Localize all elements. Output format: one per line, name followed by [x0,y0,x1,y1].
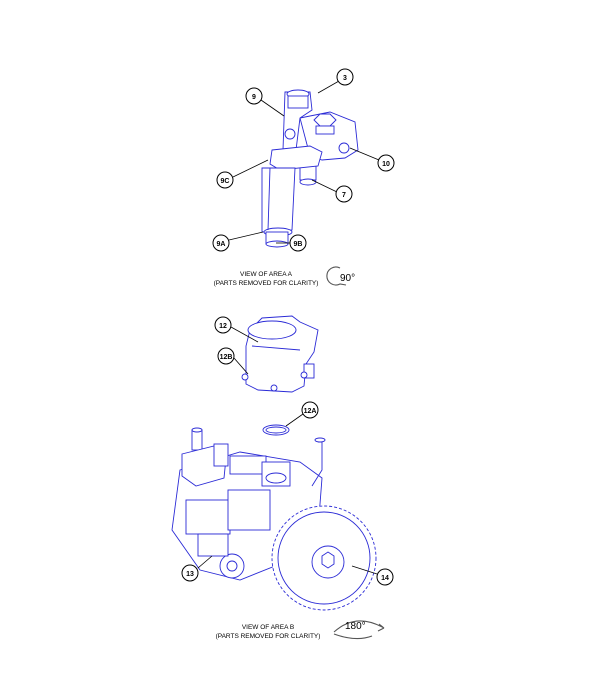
callout-3-label: 3 [343,75,347,82]
callout-12a [301,401,319,419]
callout-12-label: 12 [219,323,227,330]
callout-7-label: 7 [342,192,346,199]
view-b-callouts: 12 12B 12A 13 14 [181,316,394,586]
callout-9 [245,87,263,105]
callout-12b-label: 12B [220,354,233,361]
callout-13 [181,564,199,582]
callout-10-label: 10 [382,161,390,168]
callout-9c-label: 9C [221,178,230,185]
callout-14-label: 14 [381,575,389,582]
callout-12b [217,347,235,365]
rotate-90-arrow-icon [326,266,347,286]
view-a-callouts: 3 9 10 9C 7 9A 9B [212,68,395,252]
callout-10 [377,154,395,172]
view-b-caption-sub: (PARTS REMOVED FOR CLARITY) [216,633,321,640]
view-a-caption-sub: (PARTS REMOVED FOR CLARITY) [214,280,319,287]
callout-9a-label: 9A [217,241,226,248]
callout-9b-label: 9B [294,241,303,248]
view-b-caption: VIEW OF AREA B [242,624,294,631]
callout-7 [335,185,353,203]
view-b-rotation: 180° [345,621,366,632]
view-a-rotation: 90° [340,273,355,284]
callout-14 [376,568,394,586]
callout-12a-label: 12A [304,408,317,415]
callout-9c [216,171,234,189]
callout-13-label: 13 [186,571,194,578]
callout-9-label: 9 [252,94,256,101]
rotate-180-arrow-icon [333,620,385,633]
rotate-180-arrow-tail-icon [333,633,373,640]
callout-9a [212,234,230,252]
callout-3 [336,68,354,86]
view-a-caption: VIEW OF AREA A [240,271,293,278]
view-a-assembly [261,89,359,248]
callout-9b [289,234,307,252]
callout-12 [214,316,232,334]
view-b-assembly [171,315,377,611]
